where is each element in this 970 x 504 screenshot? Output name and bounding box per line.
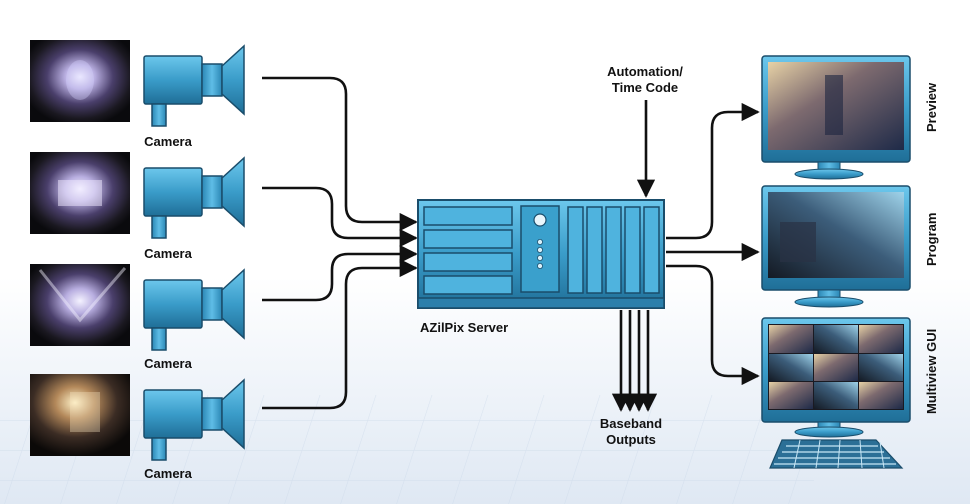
baseband-connectors [611, 310, 658, 412]
server-unit [417, 199, 665, 309]
connector-camera-1 [262, 76, 418, 232]
camera-row-2 [30, 152, 245, 239]
camera-label-3: Camera [144, 356, 192, 371]
camera-row-1 [30, 40, 245, 127]
connector-camera-4 [262, 258, 418, 410]
camera-icon [143, 156, 245, 239]
automation-label-line1: Automation/ [607, 64, 683, 79]
baseband-label-line1: Baseband [599, 416, 663, 431]
connector-preview [666, 102, 760, 240]
program-label: Program [924, 212, 939, 266]
monitor-preview [761, 55, 911, 180]
connector-camera-3 [262, 244, 418, 302]
camera-row-4 [30, 374, 245, 461]
camera-icon [143, 378, 245, 461]
baseband-label-line2: Outputs [606, 432, 656, 447]
server-label: AZilPix Server [420, 320, 509, 335]
monitor-multiview [761, 317, 911, 469]
camera-connectors [262, 76, 418, 410]
monitor-program [761, 185, 911, 308]
camera-feed-thumbnail [30, 40, 130, 122]
camera-label-2: Camera [144, 246, 192, 261]
camera-icon [143, 44, 245, 127]
camera-feed-thumbnail [30, 374, 130, 456]
camera-label-4: Camera [144, 466, 192, 481]
baseband-label: Baseband Outputs [576, 416, 686, 448]
preview-label: Preview [924, 82, 939, 132]
connector-camera-2 [262, 186, 418, 248]
automation-label: Automation/ Time Code [590, 64, 700, 96]
camera-row-3 [30, 264, 245, 351]
connector-multiview [666, 264, 760, 386]
keyboard-icon [769, 439, 904, 469]
multiview-label: Multiview GUI [924, 328, 939, 414]
automation-label-line2: Time Code [611, 80, 679, 95]
camera-icon [143, 268, 245, 351]
output-connectors [666, 102, 760, 386]
camera-label-1: Camera [144, 134, 192, 149]
camera-feed-thumbnail [30, 264, 130, 346]
